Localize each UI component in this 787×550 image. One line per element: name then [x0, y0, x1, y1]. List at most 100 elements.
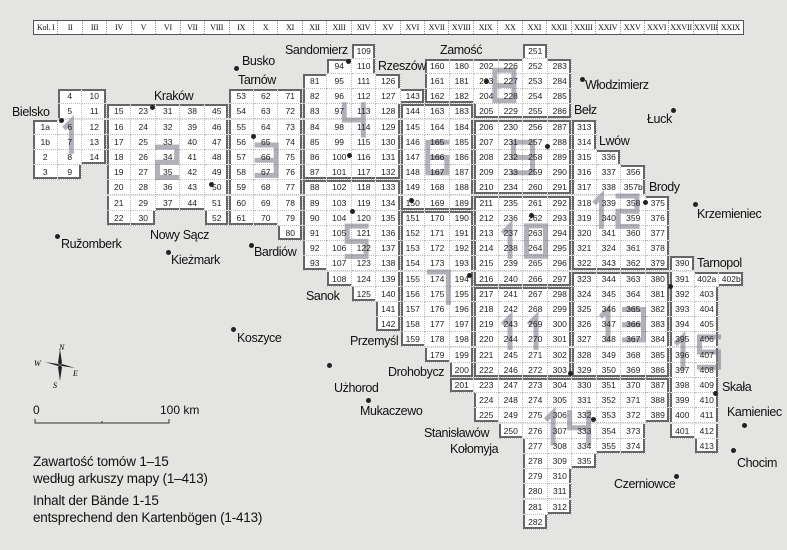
map-sheet-box	[302, 73, 327, 90]
map-sheet-box	[425, 241, 450, 257]
map-sheet-box	[449, 301, 474, 318]
scale-end: 100 km	[160, 403, 200, 417]
map-sheet-box	[694, 423, 719, 439]
map-sheet: 26	[138, 151, 148, 162]
map-sheet: 6	[67, 121, 73, 132]
map-sheet-box	[278, 89, 303, 105]
map-sheet: 44	[187, 197, 197, 208]
map-sheet: 280	[528, 486, 543, 497]
map-sheet-box	[596, 393, 621, 409]
map-sheet-box	[547, 225, 572, 242]
map-sheet-box	[449, 256, 474, 272]
map-sheet-box	[645, 317, 670, 333]
map-sheet: 90	[310, 212, 320, 223]
map-sheet-box	[474, 165, 499, 181]
map-sheet: 2	[42, 151, 48, 162]
map-sheet-box	[645, 241, 670, 257]
map-sheet: 168	[430, 182, 445, 193]
map-sheet: 218	[479, 303, 494, 314]
map-sheet: 243	[503, 319, 518, 330]
map-sheet: 170	[430, 212, 445, 223]
map-sheet: 325	[577, 303, 592, 314]
map-sheet-box	[523, 393, 548, 409]
map-sheet-box	[449, 119, 474, 135]
map-sheet: 205	[479, 106, 494, 117]
map-sheet-box	[474, 104, 499, 120]
map-sheet-box	[474, 119, 499, 135]
map-sheet: 232	[503, 151, 518, 162]
map-sheet: 63	[261, 106, 271, 117]
map-sheet-box	[547, 89, 572, 105]
map-sheet: 78	[285, 197, 295, 208]
map-sheet-box	[596, 165, 621, 181]
map-sheet: 57	[236, 151, 246, 162]
map-sheet: 348	[601, 334, 616, 345]
map-sheet-box	[498, 347, 523, 363]
map-sheet: 98	[334, 121, 344, 132]
map-sheet-box	[229, 119, 254, 135]
map-sheet: 66	[261, 151, 271, 162]
map-sheet: 72	[285, 106, 295, 117]
map-sheet: 293	[552, 212, 567, 223]
map-sheet: 36	[163, 182, 173, 193]
map-sheet: 276	[528, 425, 543, 436]
map-sheet-box	[694, 438, 719, 454]
map-sheet-box	[253, 210, 278, 226]
map-sheet-box	[400, 149, 425, 166]
city-label: Sandomierz	[285, 43, 348, 57]
map-sheet: 216	[479, 273, 494, 284]
map-sheet-box	[498, 256, 523, 272]
map-sheet: 145	[405, 121, 420, 132]
map-sheet: 132	[381, 167, 396, 178]
map-sheet: 151	[405, 212, 420, 223]
map-sheet: 409	[699, 379, 714, 390]
map-sheet-box	[645, 301, 670, 318]
map-sheet-box	[351, 43, 376, 59]
map-sheet-box	[498, 286, 523, 302]
column-header-4: IV	[107, 21, 132, 34]
map-sheet: 305	[552, 395, 567, 406]
map-sheet: 143	[405, 91, 420, 102]
map-sheet-box	[449, 317, 474, 333]
map-sheet: 307	[552, 425, 567, 436]
map-sheet-box	[400, 317, 425, 333]
map-sheet: 16	[114, 121, 124, 132]
map-sheet-box	[645, 377, 670, 394]
compass-n: N	[58, 343, 65, 352]
map-sheet-box	[621, 271, 646, 287]
map-sheet-box	[400, 180, 425, 196]
column-header-13: XIII	[327, 21, 352, 34]
map-sheet-box	[449, 104, 474, 120]
map-sheet: 193	[454, 258, 469, 269]
map-sheet: 127	[381, 91, 396, 102]
map-sheet: 150	[405, 197, 420, 208]
map-sheet: 300	[552, 319, 567, 330]
map-sheet: 309	[552, 455, 567, 466]
map-sheet-box	[351, 195, 376, 211]
map-sheet: 171	[430, 227, 445, 238]
map-sheet-box	[645, 286, 670, 302]
map-sheet: 56	[236, 136, 246, 147]
map-sheet-box	[572, 165, 597, 181]
map-sheet-box	[645, 393, 670, 409]
map-sheet-box	[278, 134, 303, 150]
map-sheet-box	[327, 256, 352, 272]
map-sheet: 198	[454, 334, 469, 345]
map-sheet: 1b	[40, 136, 50, 147]
map-sheet: 184	[454, 121, 469, 132]
map-sheet-box	[547, 484, 572, 500]
map-sheet-box	[694, 301, 719, 318]
map-sheet-box	[106, 195, 131, 211]
map-sheet-box	[547, 317, 572, 333]
map-sheet: 19	[114, 167, 124, 178]
map-sheet: 247	[503, 379, 518, 390]
city-label: Koszyce	[237, 331, 282, 345]
legend: Zawartość tomów 1–15 według arkuszy mapy…	[33, 453, 262, 526]
map-sheet: 236	[503, 212, 518, 223]
map-sheet: 273	[528, 379, 543, 390]
map-sheet-box	[670, 423, 695, 439]
map-sheet-box	[523, 89, 548, 105]
map-sheet: 404	[699, 303, 714, 314]
map-sheet-box	[498, 393, 523, 409]
map-sheet-box	[498, 104, 523, 120]
